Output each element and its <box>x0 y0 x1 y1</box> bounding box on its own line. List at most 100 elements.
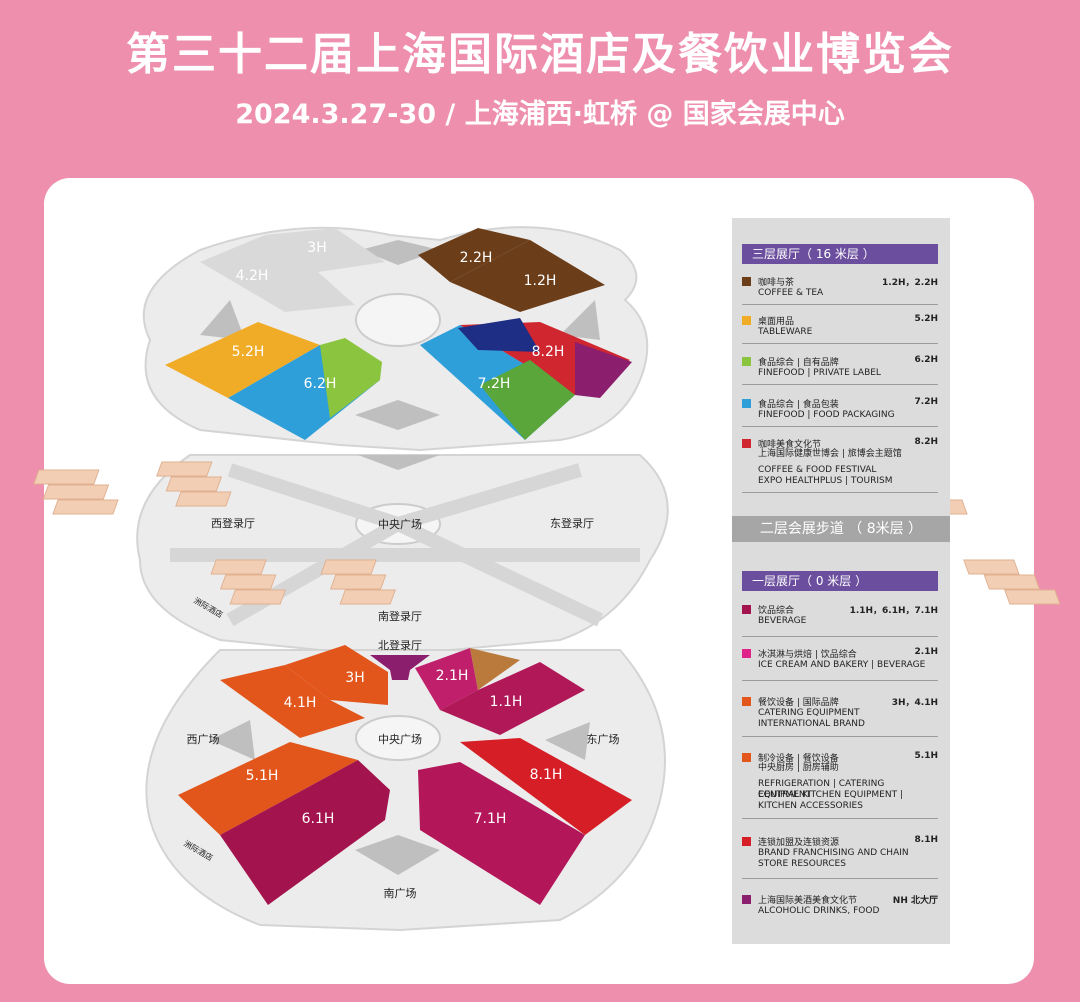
south-entrance-hall-label: 南登录厅 <box>378 609 422 623</box>
hall-7-1h[interactable] <box>418 762 585 905</box>
legend-item-en: EXPO HEALTHPLUS | TOURISM <box>758 476 893 486</box>
legend-item-zh: 上海国际美酒美食文化节 <box>758 896 858 906</box>
legend-item-en: REFRIGERATION | CATERING EQUIPMENT <box>758 779 885 800</box>
hall-5-2h-label: 5.2H <box>232 344 265 360</box>
legend-level3-title: 三层展厅（ 16 米层 ） <box>742 244 938 264</box>
legend-item-halls: 3H，4.1H <box>891 698 938 708</box>
legend-item: 连锁加盟及连锁资源 8.1H BRAND FRANCHISING AND CHA… <box>742 834 938 879</box>
legend-item-en: TABLEWARE <box>758 327 813 337</box>
legend-item-halls: 5.1H <box>914 751 938 761</box>
hall-1-2h[interactable] <box>450 240 605 312</box>
legend-item-en: COFFEE & TEA <box>758 288 824 298</box>
legend-item: 冰淇淋与烘焙 | 饮品综合 2.1H ICE CREAM AND BAKERY … <box>742 646 938 681</box>
legend-item: 桌面用品 5.2H TABLEWARE <box>742 313 938 344</box>
legend-item-en: COFFEE & FOOD FESTIVAL <box>758 465 877 475</box>
page-subtitle: 2024.3.27-30 / 上海浦西·虹桥 @ 国家会展中心 <box>235 99 845 130</box>
legend-item: 咖啡美食文化节 8.2H 上海国际健康世博会 | 旅博会主题馆 COFFEE &… <box>742 436 938 493</box>
legend-item-en: FINEFOOD | PRIVATE LABEL <box>758 368 881 378</box>
hall-1-1h-label: 1.1H <box>490 694 523 710</box>
hall-4-1h[interactable] <box>220 665 365 738</box>
hall-3h-top-label: 3H <box>307 240 326 256</box>
hall-6-1h-label: 6.1H <box>302 811 335 827</box>
east-entrance-hall-label: 东登录厅 <box>550 516 594 530</box>
legend-swatch <box>742 439 751 448</box>
legend-swatch <box>742 399 751 408</box>
hall-8-1h-label: 8.1H <box>530 767 563 783</box>
legend-item: 食品综合 | 自有品牌 6.2H FINEFOOD | PRIVATE LABE… <box>742 354 938 385</box>
legend-item-zh: 冰淇淋与烘焙 | 饮品综合 <box>758 650 857 660</box>
hall-7-1h-label: 7.1H <box>474 811 507 827</box>
legend-item-en: STORE RESOURCES <box>758 859 846 869</box>
legend-item-halls: NH 北大厅 <box>892 896 938 906</box>
legend-item-zh: 连锁加盟及连锁资源 <box>758 838 840 848</box>
legend-swatch <box>742 895 751 904</box>
legend-item-halls: 8.2H <box>914 437 938 447</box>
hall-3h[interactable] <box>285 645 388 705</box>
south-plaza-label: 南广场 <box>384 886 417 900</box>
hall-6-1h[interactable] <box>220 760 390 905</box>
legend-swatch <box>742 277 751 286</box>
legend-item-en: ICE CREAM AND BAKERY | BEVERAGE <box>758 660 926 670</box>
hall-4-2h-label: 4.2H <box>236 268 269 284</box>
legend-item-zh: 桌面用品 <box>758 317 795 327</box>
hall-8-1h[interactable] <box>460 738 632 835</box>
legend-item-en: KITCHEN ACCESSORIES <box>758 801 863 811</box>
legend-item-halls: 7.2H <box>914 397 938 407</box>
hall-1-1h[interactable] <box>440 662 585 735</box>
hall-4-1h-label: 4.1H <box>284 695 317 711</box>
hall-5-1h-label: 5.1H <box>246 768 279 784</box>
north-hall-shape <box>370 655 430 680</box>
hall-7-2h-label: 7.2H <box>478 376 511 392</box>
legend-item-zh: 制冷设备 | 餐饮设备 <box>758 754 839 764</box>
legend-item: 制冷设备 | 餐饮设备 5.1H 中央厨房 | 厨房辅助 REFRIGERATI… <box>742 750 938 819</box>
east-plaza-label: 东广场 <box>587 732 620 746</box>
legend-item-halls: 5.2H <box>914 314 938 324</box>
watermark: @会展动态 <box>888 948 1026 980</box>
page-title: 第三十二届上海国际酒店及餐饮业博览会 <box>126 29 954 80</box>
hall-4-2h[interactable] <box>200 235 355 312</box>
legend-swatch <box>742 837 751 846</box>
legend-item-en: ALCOHOLIC DRINKS, FOOD <box>758 906 880 916</box>
west-entrance-hall-label: 西登录厅 <box>211 516 255 530</box>
legend-level2-title: 二层会展步道 （ 8米层 ） <box>732 516 950 542</box>
legend-item-halls: 2.1H <box>914 647 938 657</box>
legend-item: 餐饮设备 | 国际品牌 3H，4.1H CATERING EQUIPMENT I… <box>742 694 938 737</box>
legend-item-zh: 咖啡美食文化节 <box>758 440 822 450</box>
hall-5-2h[interactable] <box>165 322 320 398</box>
legend-item: 上海国际美酒美食文化节 NH 北大厅 ALCOHOLIC DRINKS, FOO… <box>742 892 938 922</box>
legend-item-zh2: 中央厨房 | 厨房辅助 <box>758 763 839 773</box>
legend-item-zh2: 上海国际健康世博会 | 旅博会主题馆 <box>758 449 902 459</box>
legend-swatch <box>742 697 751 706</box>
legend-item: 咖啡与茶 1.2H，2.2H COFFEE & TEA <box>742 274 938 305</box>
legend-item-zh: 餐饮设备 | 国际品牌 <box>758 698 839 708</box>
hall-2-2h[interactable] <box>418 228 530 282</box>
legend-item-zh: 食品综合 | 自有品牌 <box>758 358 839 368</box>
legend-item-en: FINEFOOD | FOOD PACKAGING <box>758 410 895 420</box>
legend-swatch <box>742 605 751 614</box>
hall-1-2h-label: 1.2H <box>524 273 557 289</box>
legend-item-halls: 6.2H <box>914 355 938 365</box>
legend-swatch <box>742 649 751 658</box>
hall-6-2h-green <box>320 338 382 418</box>
hall-2-1h-brown <box>470 648 520 690</box>
legend-item-halls: 1.2H，2.2H <box>882 278 938 288</box>
legend-item-halls: 1.1H，6.1H，7.1H <box>849 606 938 616</box>
hall-5-1h[interactable] <box>178 742 358 835</box>
central-plaza-lower-label: 中央广场 <box>378 732 422 746</box>
legend-item: 食品综合 | 食品包装 7.2H FINEFOOD | FOOD PACKAGI… <box>742 396 938 427</box>
hall-8-2h-label: 8.2H <box>532 344 565 360</box>
hall-3h-top[interactable] <box>265 228 385 272</box>
hall-8-2h-purple <box>575 342 632 398</box>
hall-2-1h[interactable] <box>415 648 478 710</box>
legend-item-en: INTERNATIONAL BRAND <box>758 719 865 729</box>
hall-6-2h-label: 6.2H <box>304 376 337 392</box>
hall-7-2h-green <box>480 360 575 440</box>
legend-swatch <box>742 357 751 366</box>
legend-item: 饮品综合 1.1H，6.1H，7.1H BEVERAGE <box>742 602 938 637</box>
legend-item-zh: 咖啡与茶 <box>758 278 795 288</box>
legend-item-halls: 8.1H <box>914 835 938 845</box>
hall-3h-label: 3H <box>345 670 364 686</box>
legend-swatch <box>742 753 751 762</box>
central-plaza-upper-label: 中央广场 <box>378 517 422 531</box>
